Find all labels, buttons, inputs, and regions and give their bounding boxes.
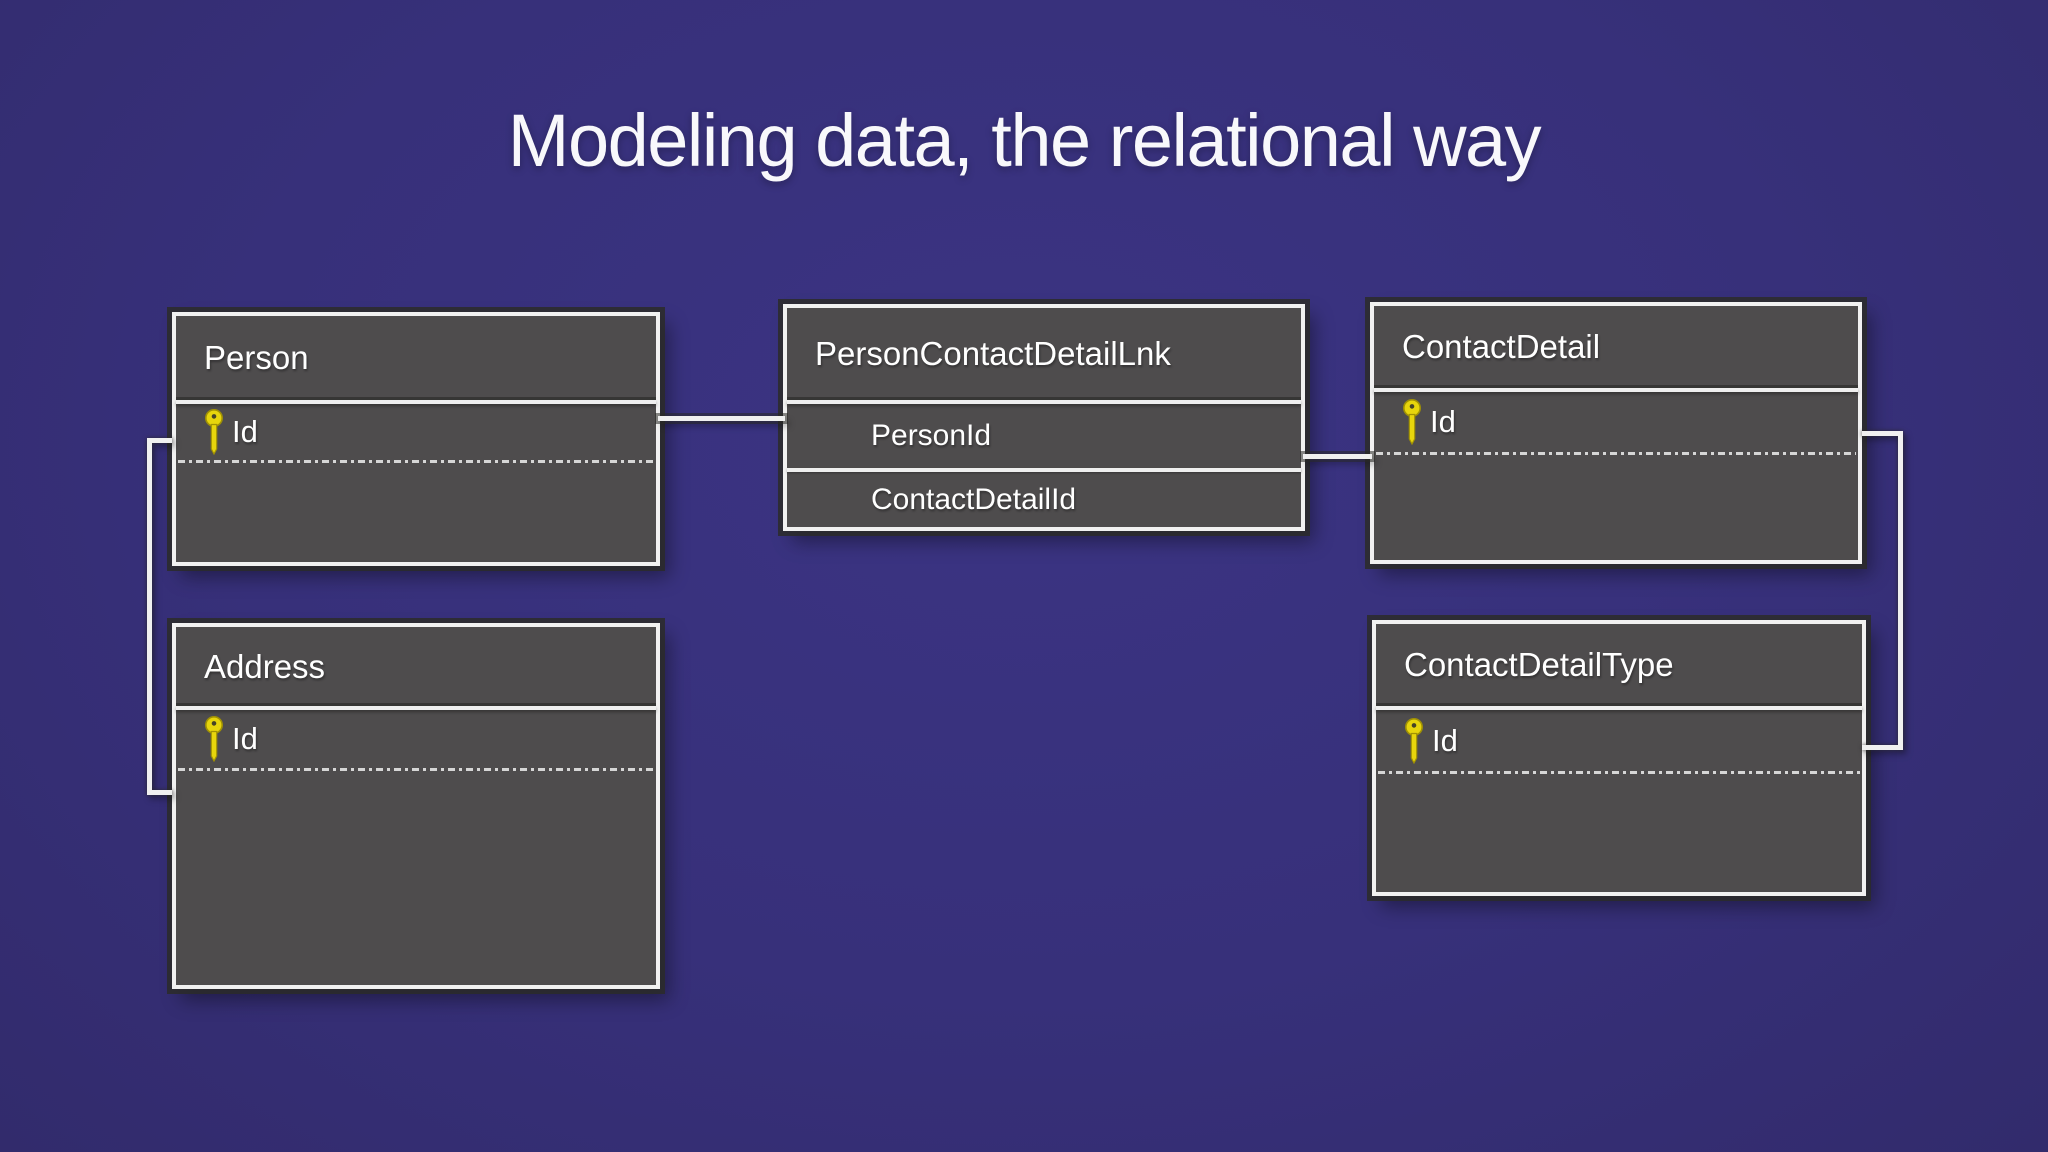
table-header: ContactDetailType: [1376, 624, 1862, 706]
field-name: Id: [232, 721, 258, 756]
field-name: Id: [1432, 722, 1458, 758]
field-separator-dotted: [1376, 452, 1856, 455]
primary-key-icon: [205, 716, 223, 762]
header-divider: [176, 400, 656, 404]
entity-table-contactdetail: ContactDetail Id: [1370, 302, 1862, 564]
field-name: PersonId: [871, 419, 992, 452]
table-empty-area: [1374, 455, 1858, 560]
table-empty-area: [176, 771, 656, 985]
table-title: Person: [204, 339, 309, 376]
field-separator-dotted: [178, 460, 654, 463]
table-empty-area: [176, 463, 656, 562]
header-divider: [1374, 388, 1858, 392]
field-name: Id: [232, 414, 258, 449]
field-name: ContactDetailId: [871, 482, 1077, 516]
entity-table-address: Address Id: [172, 623, 660, 989]
primary-key-icon: [1405, 717, 1423, 764]
field-separator-dotted: [1378, 771, 1860, 774]
primary-key-icon: [205, 409, 223, 455]
header-divider: [787, 400, 1301, 404]
field-row: Id: [176, 404, 656, 460]
table-empty-area: [1376, 774, 1862, 892]
field-row: ContactDetailId: [787, 472, 1301, 527]
relationship-line-person-to-lnk: [658, 416, 785, 421]
entity-table-contactdetailtype: ContactDetailType Id: [1372, 620, 1866, 896]
field-separator-dotted: [178, 768, 654, 771]
row-divider: [787, 468, 1301, 472]
header-divider: [1376, 706, 1862, 710]
table-title: PersonContactDetailLnk: [815, 335, 1171, 372]
entity-table-personcontactdetaillnk: PersonContactDetailLnk PersonId ContactD…: [783, 304, 1305, 531]
relationship-line-lnk-to-contactdetail: [1303, 454, 1372, 459]
relationship-line-contactdetail-to-contactdetailtype: [1862, 431, 1903, 750]
table-header: Person: [176, 316, 656, 400]
primary-key-icon: [1403, 399, 1421, 445]
field-row: PersonId: [787, 404, 1301, 468]
table-header: ContactDetail: [1374, 306, 1858, 388]
field-row: Id: [1376, 710, 1862, 771]
field-name: Id: [1430, 404, 1456, 439]
slide-title: Modeling data, the relational way: [507, 99, 1542, 182]
relationship-line-person-to-address: [147, 438, 172, 795]
table-header: Address: [176, 627, 656, 706]
table-header: PersonContactDetailLnk: [787, 308, 1301, 400]
field-row: Id: [1374, 392, 1858, 452]
table-title: ContactDetail: [1402, 328, 1601, 365]
table-title: Address: [204, 647, 326, 685]
field-row: Id: [176, 710, 656, 768]
header-divider: [176, 706, 656, 710]
entity-table-person: Person Id: [172, 312, 660, 566]
table-title: ContactDetailType: [1404, 646, 1674, 683]
